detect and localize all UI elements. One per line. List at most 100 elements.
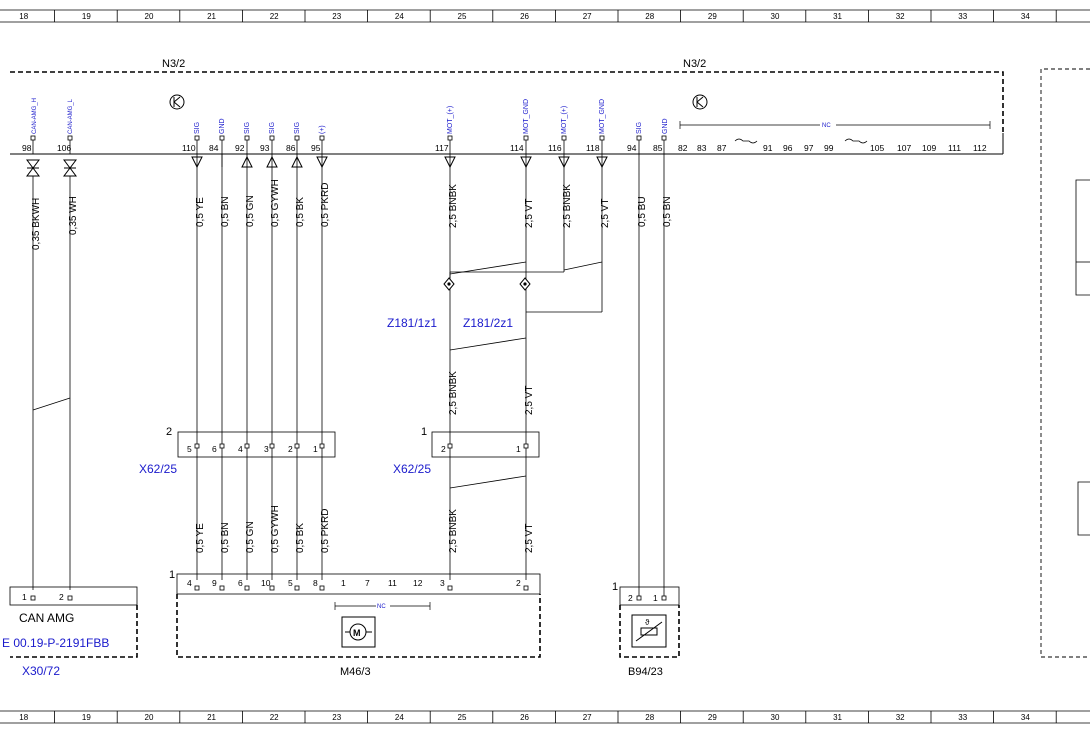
x6225-pin-number: 3	[264, 444, 269, 454]
ruler-column-number: 25	[458, 12, 467, 21]
ruler-column-number: 26	[520, 713, 529, 722]
ruler-column-number: 26	[520, 12, 529, 21]
x3072-pin-number: 2	[59, 592, 64, 602]
signal-sig: SIG	[294, 122, 301, 134]
ruler-column-number: 33	[958, 12, 967, 21]
n32-pin-number: 116	[548, 143, 562, 153]
adjacent-component-outline	[1040, 68, 1090, 658]
n32-title-right: N3/2	[683, 58, 706, 70]
x3072-label: X30/72	[22, 664, 60, 678]
ruler-column-number: 34	[1021, 713, 1030, 722]
ruler-column-number: 20	[145, 713, 154, 722]
wire-label: 2,5 VT	[600, 199, 611, 228]
wire-label: 2,5 VT	[524, 199, 535, 228]
splice-label-left: Z181/1z1	[387, 316, 437, 330]
wire-label: 2,5 VT	[524, 386, 535, 415]
n32-nc-bracket: NC	[679, 120, 991, 129]
m463-pin-number: 4	[187, 578, 192, 588]
b9423-pin-number: 1	[653, 593, 658, 603]
signal-mot-gnd: MOT_GND	[523, 99, 530, 134]
b9423-label: B94/23	[628, 666, 663, 678]
ruler-column-number: 25	[458, 713, 467, 722]
b9423-sensor: 1 ϑ B94/23	[612, 581, 680, 678]
n32-pin-number: 105	[870, 143, 884, 153]
wire-label: 0,5 YE	[195, 523, 206, 553]
transistor-icon	[169, 94, 185, 110]
wire-label: 0,5 GYWH	[270, 505, 281, 553]
m463-pin-number: 8	[313, 578, 318, 588]
wire-label: 2,5 BNBK	[562, 184, 573, 228]
ruler-column-number: 23	[332, 12, 341, 21]
n32-pin-number: 91	[763, 143, 773, 153]
n32-pin-number: 117	[435, 143, 449, 153]
n32-pin-number: 87	[717, 143, 727, 153]
temperature-sensor-icon: ϑ	[631, 614, 667, 648]
x6225-pin-number: 4	[238, 444, 243, 454]
x6225-connector-right: 1 X62/25	[393, 426, 540, 476]
n32-pin-number: 96	[783, 143, 793, 153]
m463-pin-number: 9	[212, 578, 217, 588]
signal-can-h: CAN-AMG_H	[32, 98, 38, 134]
n32-pin-number: 98	[22, 143, 32, 153]
x6225-pin-number: 6	[212, 444, 217, 454]
signal-mot-plus: MOT_(+)	[447, 106, 454, 134]
ruler-column-number: 21	[207, 12, 216, 21]
n32-pin-number: 114	[510, 143, 524, 153]
b9423-number: 1	[612, 581, 618, 593]
wire-label: 0,5 GN	[245, 195, 256, 227]
m463-pin-number: 11	[388, 578, 397, 588]
svg-text:M: M	[353, 628, 361, 638]
n32-pin-number: 85	[653, 143, 663, 153]
n32-pin-number: 92	[235, 143, 245, 153]
ruler-column-number: 24	[395, 12, 404, 21]
signal-plus: (+)	[319, 125, 326, 134]
ruler-column-number: 27	[583, 713, 592, 722]
signal-mot-gnd: MOT_GND	[599, 99, 606, 134]
transistor-icon	[692, 94, 708, 110]
wire-label: 2,5 BNBK	[448, 371, 459, 415]
wire-label: 2,5 BNBK	[448, 509, 459, 553]
x3072-pin-number: 1	[22, 592, 27, 602]
ruler-column-number: 30	[771, 12, 780, 21]
ruler-column-number: 34	[1021, 12, 1030, 21]
wire-label: 0,5 BN	[220, 196, 231, 227]
n32-pin-number: 111	[948, 143, 961, 153]
ruler-column-number: 24	[395, 713, 404, 722]
wire-label: 2,5 BNBK	[448, 184, 459, 228]
ruler-column-number: 21	[207, 713, 216, 722]
ruler-column-number: 27	[583, 12, 592, 21]
wire-label: 0,5 PKRD	[320, 183, 331, 227]
signal-mot-plus: MOT_(+)	[561, 106, 568, 134]
n32-pin-number: 84	[209, 143, 219, 153]
m463-pin-number: 1	[341, 578, 346, 588]
ruler-column-number: 29	[708, 12, 717, 21]
n32-pin-number: 106	[57, 143, 71, 153]
m463-pin-number: 7	[365, 578, 370, 588]
m463-pin-number: 5	[288, 578, 293, 588]
wire-label: 0,5 BN	[220, 522, 231, 553]
n32-pin-number: 93	[260, 143, 270, 153]
m463-pin-number: 12	[413, 578, 423, 588]
x6225-pin-number: 1	[313, 444, 318, 454]
wire-label: 0,35 WH	[68, 196, 79, 235]
x6225-connector-left: 2 X62/25	[139, 426, 336, 476]
x6225-left-number: 2	[166, 426, 172, 438]
n32-pin-number: 118	[586, 143, 600, 153]
x6225-pin-number: 2	[288, 444, 293, 454]
signal-gnd: GND	[219, 118, 226, 134]
wire-label: 0,5 BK	[295, 197, 306, 227]
n32-signal-labels: CAN-AMG_H CAN-AMG_L SIG GND SIG SIG SIG …	[32, 98, 669, 134]
ruler-column-number: 33	[958, 713, 967, 722]
n32-pin-number: 97	[804, 143, 814, 153]
n32-pin-number: 94	[627, 143, 637, 153]
m463-pin-number: 3	[440, 578, 445, 588]
n32-title-left: N3/2	[162, 58, 185, 70]
splice-z181: Z181/1z1 Z181/2z1	[387, 277, 531, 330]
wire-label: 2,5 VT	[524, 524, 535, 553]
wire-label: 0,5 BU	[637, 196, 648, 227]
ruler-column-number: 30	[771, 713, 780, 722]
wire-label: 0,35 BKWH	[31, 198, 42, 250]
x3072-connector: CAN AMG E 00.19-P-2191FBB X30/72	[2, 586, 138, 678]
nc-label: NC	[822, 123, 831, 129]
